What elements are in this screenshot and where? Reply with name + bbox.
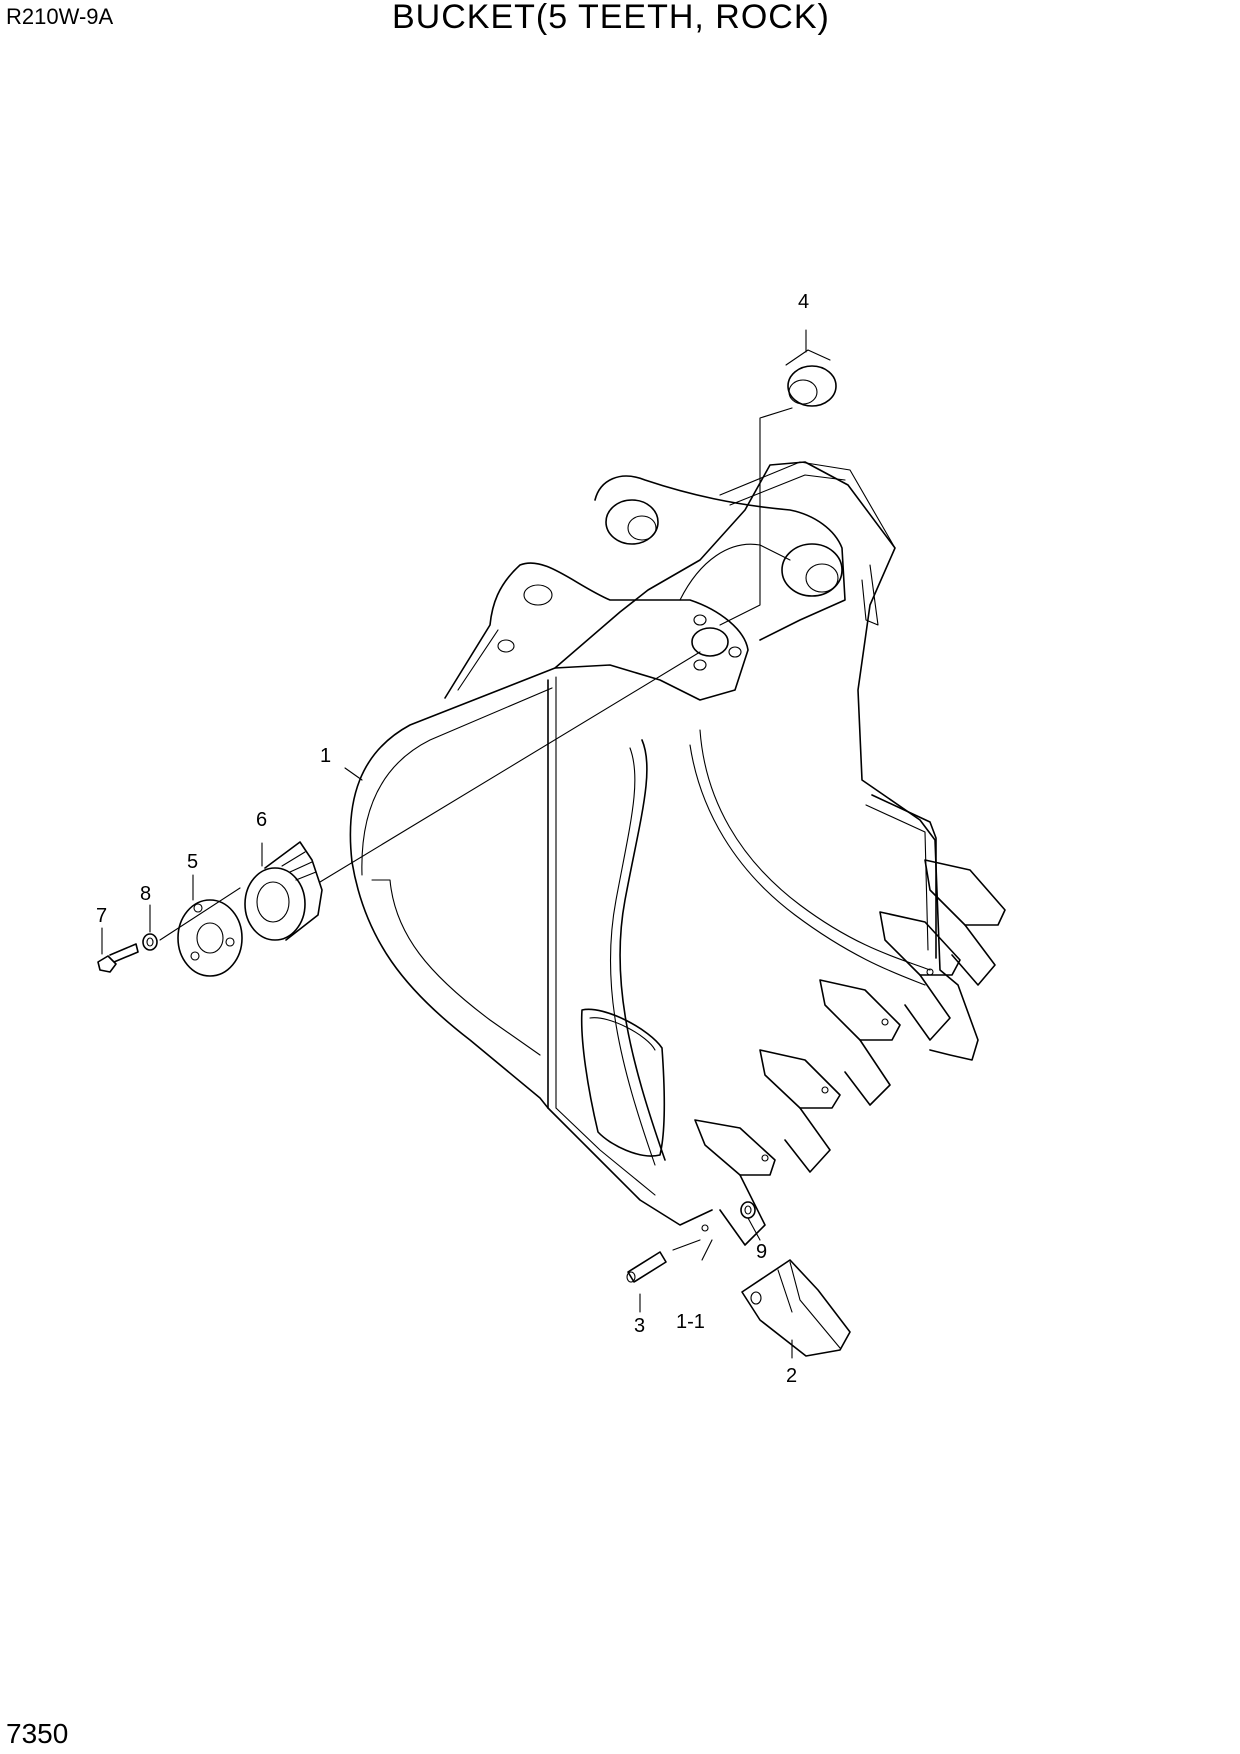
page-title: BUCKET(5 TEETH, ROCK): [392, 0, 830, 36]
washer-part-8: [142, 933, 158, 951]
lock-ring-part-9: [740, 1201, 756, 1219]
callout-6: 6: [256, 809, 267, 831]
callout-2: 2: [786, 1365, 797, 1387]
plate-part-5: [177, 899, 243, 977]
callout-7: 7: [96, 905, 107, 927]
pin-part-6: [244, 841, 323, 941]
tooth-point-part-2: [741, 1259, 851, 1357]
leader-lines: [101, 329, 807, 1359]
callout-5: 5: [187, 851, 198, 873]
bucket-body: [349, 461, 979, 1226]
bolt-part-7: [97, 943, 139, 973]
callout-4: 4: [798, 291, 809, 313]
model-code: R210W-9A: [6, 4, 114, 29]
callout-9: 9: [756, 1241, 767, 1263]
callout-labels: 4 1 6 5 8 7 9 3 1-1 2: [96, 291, 809, 1387]
bucket-hitch: [444, 461, 896, 701]
bushing-part-4: [785, 349, 837, 407]
callout-3: 3: [634, 1315, 645, 1337]
callout-1-1: 1-1: [676, 1311, 705, 1333]
bucket-teeth: [694, 859, 1006, 1246]
pin-part-3: [626, 1251, 667, 1283]
callout-8: 8: [140, 883, 151, 905]
callout-1: 1: [320, 745, 331, 767]
page-number: 7350: [6, 1718, 69, 1749]
